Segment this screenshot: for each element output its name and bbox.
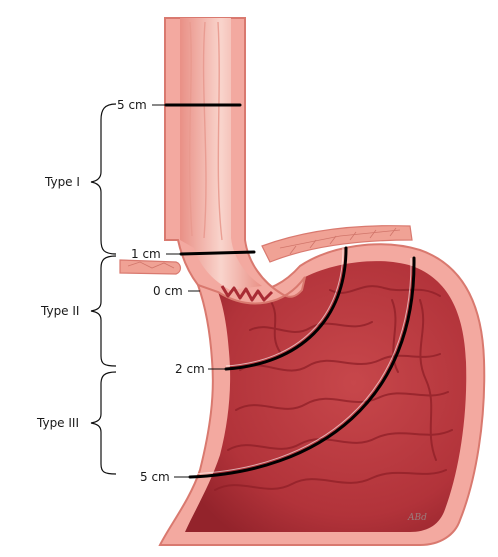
label-1cm-gej: 1 cm [131,247,161,261]
z-line-transition [220,285,274,302]
esophagus-lumen [180,18,262,290]
gastric-folds [214,285,453,491]
bracket-type-2 [90,255,117,367]
line-5cm-stomach [188,256,416,479]
type-brackets [90,103,117,475]
bracket-type-3 [90,371,117,475]
label-2cm-cardia: 2 cm [175,362,205,376]
label-type-2: Type II [40,304,79,318]
line-1cm-gej [179,250,256,256]
esophagus-folds [188,21,223,241]
label-0cm-gej: 0 cm [153,284,183,298]
label-5cm-esophagus: 5 cm [117,98,147,112]
label-type-1: Type I [44,175,80,189]
diaphragm [119,225,413,275]
line-2cm-cardia [224,246,348,371]
label-type-3: Type III [36,416,79,430]
bracket-type-1 [90,103,117,255]
measurement-lines [164,103,416,479]
illustrator-signature: ABd [407,513,427,523]
label-5cm-stomach: 5 cm [140,470,170,484]
leader-lines [152,104,226,478]
